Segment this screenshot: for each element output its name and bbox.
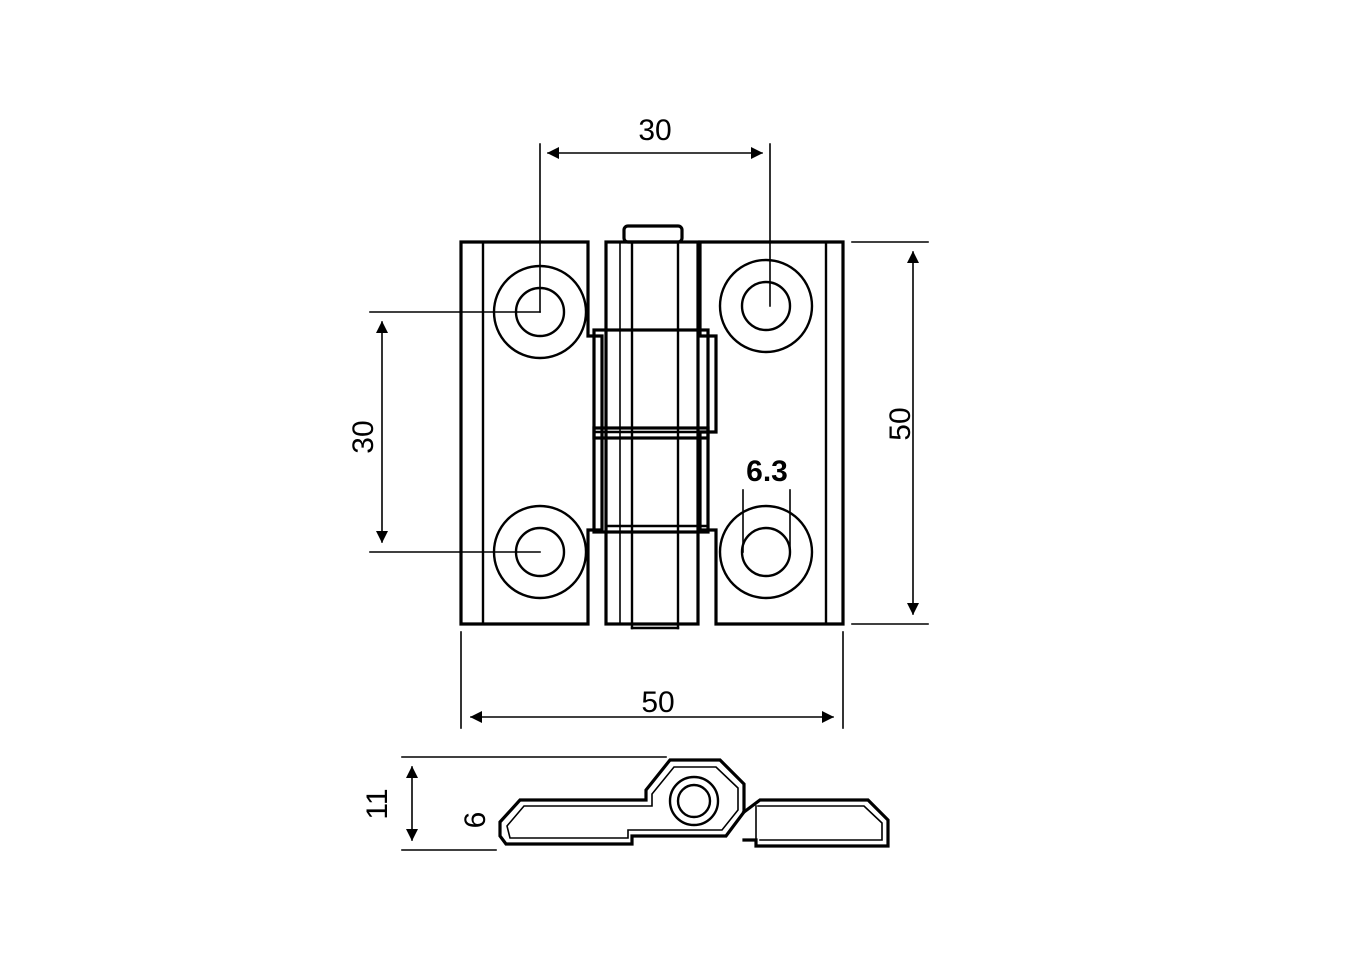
dimension-hole-diameter-label: 6.3 <box>746 455 788 488</box>
dimension-side-total-height-label: 11 <box>361 788 394 819</box>
dimension-overall-width: 50 <box>460 631 844 729</box>
dimension-overall-height-label: 50 <box>884 407 917 440</box>
side-right-leaf <box>741 798 890 848</box>
left-leaf-outline <box>459 240 604 626</box>
dimension-overall-height: 50 <box>851 241 929 625</box>
side-knuckle-pin <box>676 783 712 819</box>
side-left-leaf <box>498 758 746 846</box>
dimension-left-hole-spacing: 30 <box>347 311 541 553</box>
dimension-overall-width-label: 50 <box>641 686 674 719</box>
hinge-side-view <box>498 758 890 848</box>
dimension-top-hole-spacing: 30 <box>539 114 771 313</box>
knuckle-segment-middle <box>592 328 710 440</box>
hinge-front-view <box>459 224 845 630</box>
knuckle-segment-lower <box>592 426 710 534</box>
hole-bottom-right <box>718 504 814 600</box>
dimension-hole-diameter: 6.3 <box>742 455 791 553</box>
side-knuckle-outer <box>668 775 720 827</box>
dimension-side-leaf-thickness-label: 6 <box>459 812 492 829</box>
dimension-side-leaf-thickness: 6 <box>459 812 492 829</box>
hole-top-right <box>718 258 814 354</box>
dimension-side-total-height: 11 <box>361 756 667 851</box>
dimension-left-hole-spacing-label: 30 <box>347 420 380 453</box>
pin-head <box>622 224 684 244</box>
dimension-top-hole-spacing-label: 30 <box>638 114 671 147</box>
